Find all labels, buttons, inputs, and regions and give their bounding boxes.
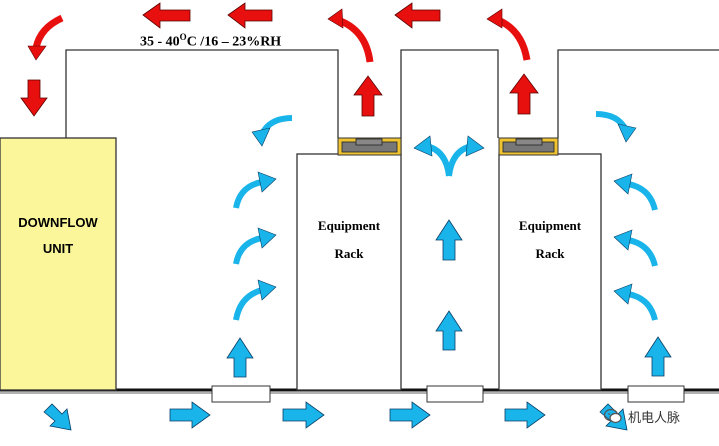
ceiling-hot-aisle-left: [400, 49, 499, 155]
ceiling-right: [557, 49, 719, 138]
hot-air-arrow-icon: [496, 16, 531, 61]
cold-air-arrow-icon: [233, 179, 263, 209]
equipment-rack-1: [296, 153, 402, 391]
equipment-rack-2: [498, 153, 602, 391]
rack-1-exhaust-tile: [337, 137, 402, 156]
cold-air-arrow-icon: [43, 403, 72, 431]
hot-air-arrow-icon: [227, 2, 273, 29]
equipment-rack-1-label: Equipment Rack: [317, 218, 381, 261]
watermark: 机电人脉: [604, 405, 716, 427]
cold-air-arrow-icon: [389, 401, 431, 429]
hot-air-arrow-icon: [32, 14, 64, 49]
cold-air-arrow-icon: [504, 401, 546, 429]
hot-air-arrow-icon: [353, 75, 383, 117]
cold-air-arrow-icon: [226, 337, 254, 378]
cold-air-arrow-icon: [233, 287, 263, 321]
ceiling-return-plenum: [65, 49, 339, 138]
hot-air-arrow-icon: [509, 73, 539, 115]
downflow-unit: [0, 137, 117, 391]
cold-air-arrow-icon: [435, 219, 463, 261]
cold-air-arrow-icon: [169, 401, 211, 429]
watermark-text: 机电人脉: [628, 410, 681, 426]
temperature-humidity-label: 35 - 40OC /16 – 23%RH: [140, 32, 282, 50]
rack-2-exhaust-tile: [498, 137, 559, 156]
hot-air-arrow-icon: [394, 2, 441, 29]
cold-air-arrow-icon: [627, 181, 658, 211]
cold-air-arrow-icon: [282, 401, 325, 429]
cold-air-arrow-icon: [627, 291, 658, 321]
cold-air-arrow-icon: [233, 235, 263, 265]
downflow-unit-label: DOWNFLOW UNIT: [18, 215, 98, 256]
perforated-tile-1: [211, 385, 271, 403]
cold-air-arrow-icon: [644, 336, 672, 377]
perforated-tile-2: [426, 385, 484, 403]
cold-air-arrow-icon: [627, 237, 658, 267]
perforated-tile-3: [627, 385, 685, 403]
hot-air-arrow-icon: [142, 2, 191, 29]
equipment-rack-2-label: Equipment Rack: [518, 218, 582, 261]
cold-air-arrow-icon: [435, 310, 463, 351]
hot-air-arrow-icon: [20, 79, 48, 117]
wechat-icon: [604, 408, 622, 424]
